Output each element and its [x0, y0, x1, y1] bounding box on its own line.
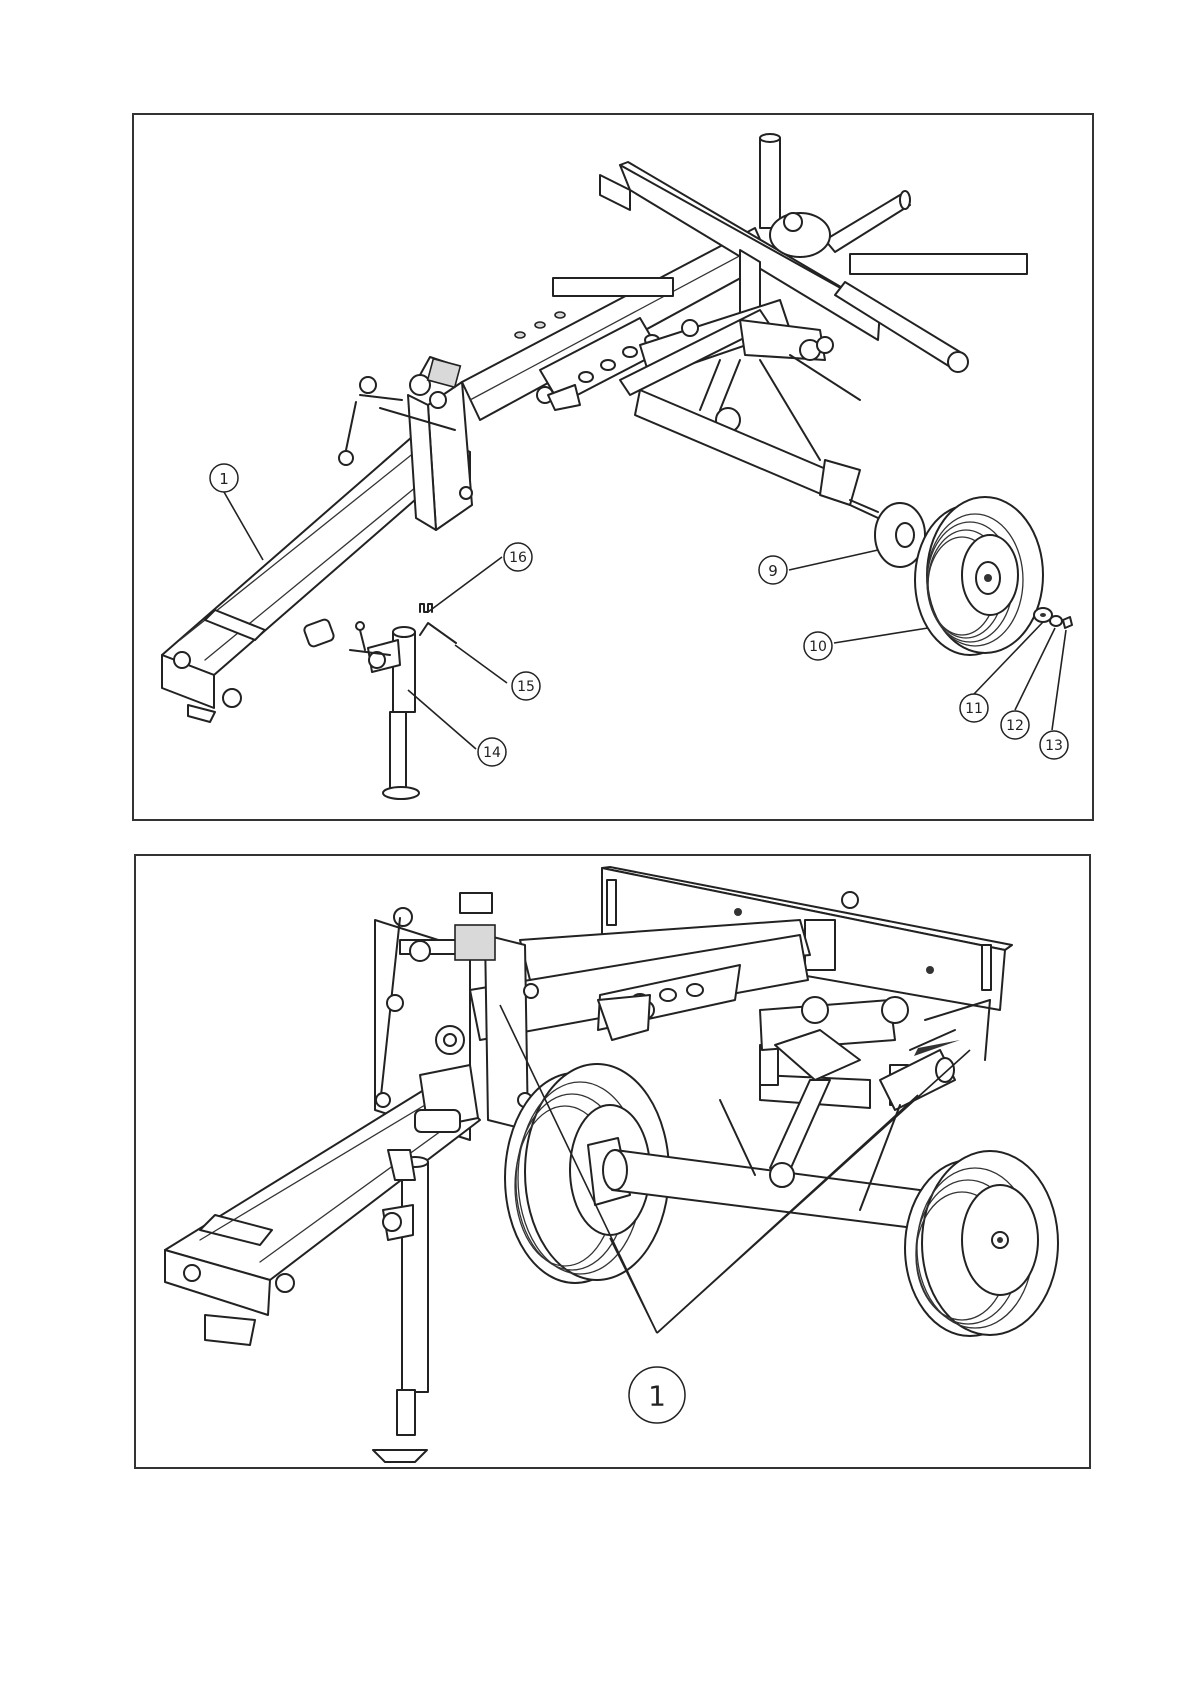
svg-text:13: 13	[1045, 738, 1063, 754]
svg-text:16: 16	[509, 550, 527, 566]
axle-stub	[635, 390, 878, 518]
svg-text:15: 15	[517, 679, 535, 695]
wheel	[915, 497, 1043, 655]
svg-text:10: 10	[809, 639, 827, 655]
callout-11: 11	[960, 694, 988, 722]
callout-9: 9	[759, 556, 787, 584]
drawbar	[165, 1065, 480, 1345]
callout-15: 15	[512, 672, 540, 700]
svg-text:1: 1	[219, 470, 229, 488]
jack-stand	[373, 1150, 428, 1462]
svg-text:14: 14	[483, 745, 501, 761]
callout-10: 10	[804, 632, 832, 660]
svg-text:9: 9	[768, 562, 778, 580]
callout-16: 16	[504, 543, 532, 571]
jack-stand	[350, 622, 419, 799]
right-wheel	[905, 1151, 1058, 1336]
svg-text:12: 12	[1006, 718, 1024, 734]
callout-14: 14	[478, 738, 506, 766]
callout-13: 13	[1040, 731, 1068, 759]
pin	[420, 623, 456, 643]
callout-12: 12	[1001, 711, 1029, 739]
svg-text:11: 11	[965, 701, 983, 717]
exploded-view-figure: 1 9 10 11 12 13 14 15	[133, 114, 1093, 820]
callout-1: 1	[629, 1367, 685, 1423]
assembled-view-figure: 1	[135, 855, 1090, 1468]
callout-1: 1	[210, 464, 238, 492]
figure-frame	[133, 114, 1093, 820]
svg-text:1: 1	[648, 1380, 666, 1413]
